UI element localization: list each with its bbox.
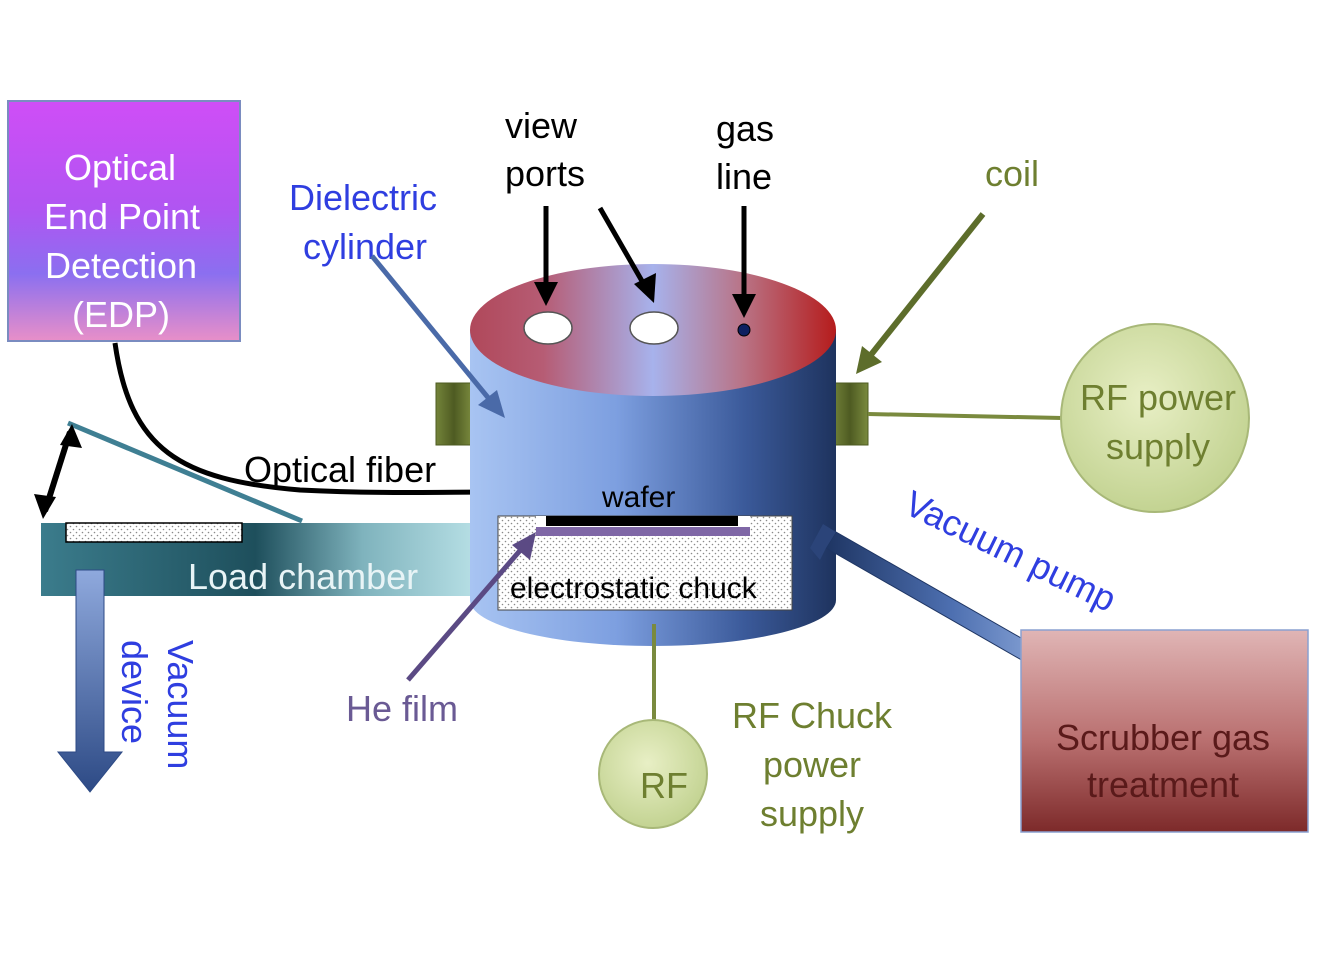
view-ports-label-2: ports <box>505 153 585 194</box>
vacuum-device-label-1: Vacuum <box>160 640 201 769</box>
view-port-arrow-right-head <box>634 273 656 303</box>
rf-chuck-source <box>598 719 708 829</box>
rf-power-label-2: supply <box>1106 426 1210 467</box>
he-film-label: He film <box>346 688 458 729</box>
view-port-left <box>523 311 573 345</box>
electrostatic-chuck: electrostatic chuck <box>497 515 793 611</box>
coil-arrow <box>867 212 986 358</box>
optical-fiber-label: Optical fiber <box>244 449 436 490</box>
lid-arrow-head-bottom <box>34 494 56 519</box>
he-film-arrow-head <box>512 532 536 560</box>
view-port-right <box>629 311 679 345</box>
he-film-layer <box>536 527 750 536</box>
dielectric-arrow-head <box>478 390 505 418</box>
gas-line-port <box>737 323 751 337</box>
load-chamber-label: Load chamber <box>188 556 418 597</box>
wafer-label: wafer <box>601 481 675 514</box>
view-port-arrow-right <box>597 206 649 290</box>
load-chamber-lid <box>67 420 303 524</box>
load-chamber-wafer <box>65 522 243 543</box>
edp-label-1: Optical <box>64 147 176 188</box>
dielectric-arrow <box>370 254 492 402</box>
he-film-arrow <box>406 544 526 682</box>
rf-power-cable <box>867 412 1063 420</box>
rf-power-supply <box>1060 323 1250 513</box>
rf-chuck-label-1: RF Chuck <box>732 695 893 736</box>
electrostatic-chuck-label: electrostatic chuck <box>510 572 758 605</box>
lid-arrow-head-top <box>60 424 82 448</box>
edp-label-4: (EDP) <box>72 294 170 335</box>
edp-label-2: End Point <box>44 196 200 237</box>
rf-chuck-label-3: supply <box>760 793 864 834</box>
view-port-arrow-left-head <box>534 282 558 306</box>
rf-chuck-source-label: RF <box>640 765 688 806</box>
rf-power-label-1: RF power <box>1080 377 1236 418</box>
coil-arrow-head <box>856 346 882 374</box>
gas-line-arrow-head <box>732 294 756 318</box>
gas-line-label-1: gas <box>716 108 774 149</box>
view-ports-label-1: view <box>505 105 578 146</box>
rf-chuck-label-2: power <box>763 744 861 785</box>
load-chamber: Load chamber <box>41 522 470 597</box>
vacuum-device-arrow <box>56 569 124 793</box>
coil-label: coil <box>985 153 1039 194</box>
dielectric-label-2: cylinder <box>303 226 427 267</box>
coil-pad-left <box>435 382 473 446</box>
optical-fiber-line <box>112 342 496 495</box>
dielectric-label-1: Dielectric <box>289 177 437 218</box>
vacuum-device-label-2: device <box>114 640 155 744</box>
coil-pad-right <box>831 382 869 446</box>
scrubber-box <box>1020 629 1309 833</box>
edp-box: Optical End Point Detection (EDP) <box>7 100 241 342</box>
vacuum-device-label: Vacuum device <box>114 640 201 769</box>
scrubber-label-2: treatment <box>1087 764 1239 805</box>
wafer <box>546 516 738 526</box>
scrubber-label-1: Scrubber gas <box>1056 717 1270 758</box>
gas-line-label-2: line <box>716 156 772 197</box>
edp-label-3: Detection <box>45 245 197 286</box>
